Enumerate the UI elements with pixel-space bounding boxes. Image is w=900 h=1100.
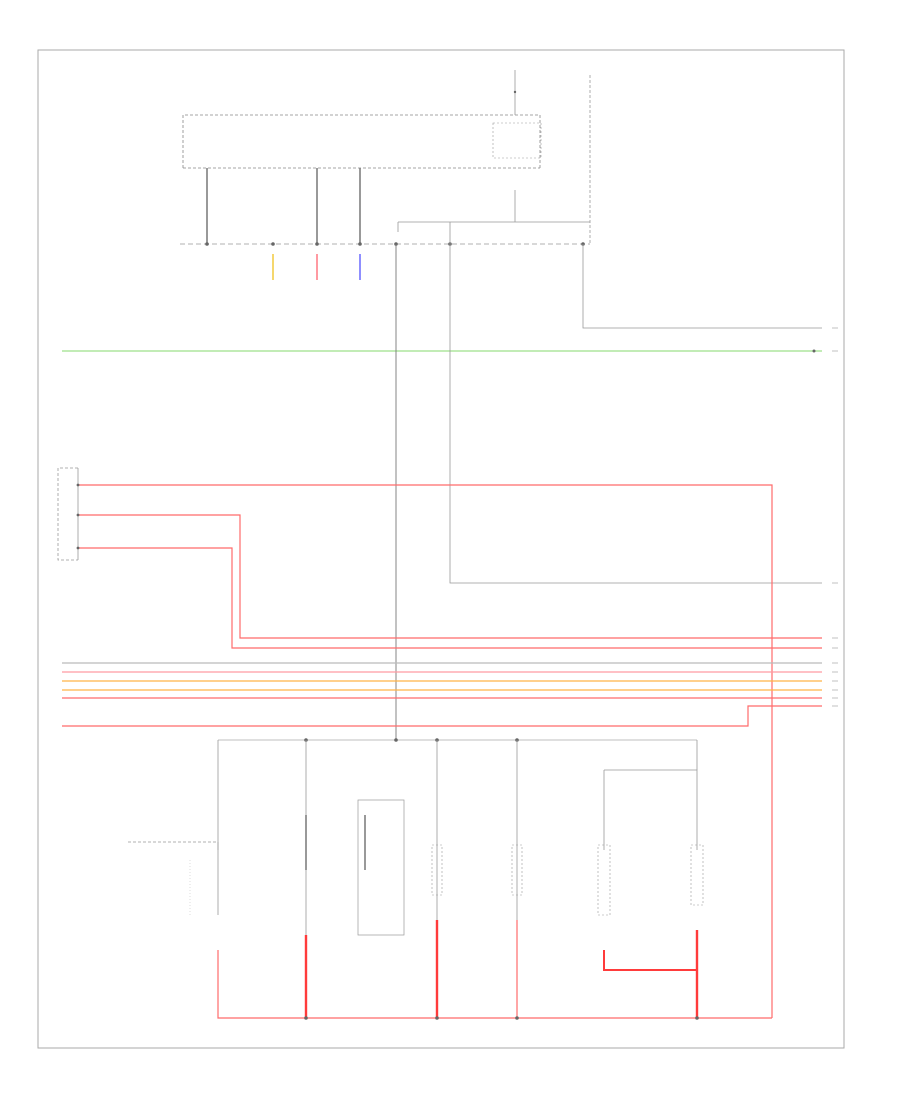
diagram-frame: [37, 49, 845, 1049]
component-drops: [217, 740, 698, 935]
secondary-bus: [397, 190, 590, 244]
wire-bundle: [62, 662, 822, 699]
top-module: [182, 114, 541, 169]
component-switch-1: [431, 844, 443, 896]
top-feed: [513, 70, 517, 115]
red-return-wires: [217, 920, 772, 1019]
red-wires-from-left-module: [78, 484, 822, 1018]
module-drops: [206, 168, 361, 245]
component-switch-2: [511, 844, 523, 896]
left-module: [57, 467, 79, 561]
center-module: [357, 799, 405, 936]
connector-block: [492, 122, 542, 159]
ground-splices: [304, 1016, 699, 1020]
wire-450-down: [449, 244, 822, 584]
wire-top-right-out: [582, 244, 822, 329]
wire-red-lower: [62, 705, 822, 727]
left-connector: [128, 841, 219, 915]
component-switch-3: [597, 844, 611, 916]
red-wire-terminals: [76, 483, 80, 550]
right-edge-connectors: [832, 327, 838, 707]
colored-taps: [272, 254, 361, 280]
component-switch-4: [690, 844, 704, 906]
